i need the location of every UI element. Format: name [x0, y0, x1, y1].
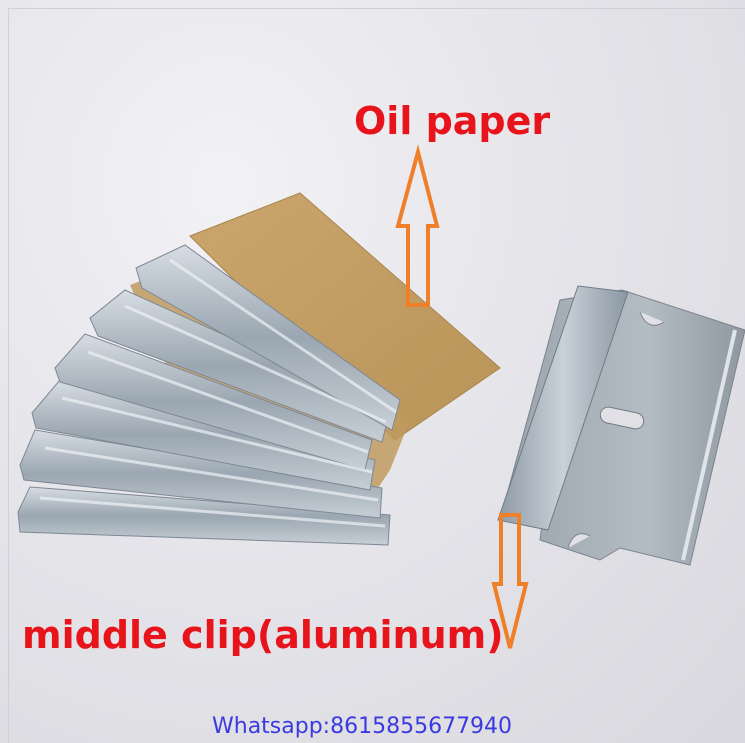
stacked-blade — [31, 379, 376, 491]
whatsapp-watermark: Whatsapp:8615855677940 — [212, 714, 513, 739]
stacked-blade — [17, 486, 391, 546]
stacked-blade — [19, 429, 383, 519]
oil-paper-label: Oil paper — [354, 99, 551, 143]
middle-clip-label: middle clip(aluminum) — [22, 613, 504, 657]
blade-slot — [599, 406, 645, 430]
photo-frame — [8, 8, 745, 743]
arrow-down-icon — [491, 513, 529, 649]
blade-back-clip — [497, 285, 629, 531]
blade-notch — [639, 311, 665, 326]
blade-notch — [567, 533, 591, 549]
blade-stack — [17, 244, 401, 546]
single-razor-blade — [497, 285, 745, 566]
stacked-blade — [135, 244, 401, 431]
arrow-up-icon — [395, 144, 440, 307]
